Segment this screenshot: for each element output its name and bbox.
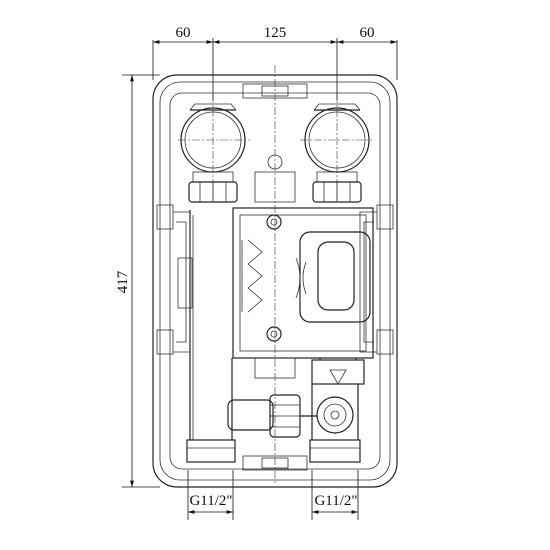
dim-height: 417 xyxy=(115,270,131,293)
left-thread-label: G11/2" xyxy=(189,493,232,509)
top-center-block xyxy=(254,171,296,203)
upper-bolt xyxy=(266,214,282,230)
left-outlet-connector xyxy=(186,439,236,463)
right-thread-label: G11/2" xyxy=(314,493,357,509)
centerlines xyxy=(178,65,372,485)
valve-body-top xyxy=(311,359,365,385)
top-center-fitting xyxy=(267,154,283,170)
pump-frame xyxy=(232,207,374,359)
bottom-center-block xyxy=(254,357,296,379)
top-dimension-group: 60 125 60 xyxy=(152,25,398,100)
dim-left-width: 60 xyxy=(176,25,191,41)
right-outlet-connector xyxy=(309,439,361,463)
dim-center-width: 125 xyxy=(264,25,287,41)
dim-right-width: 60 xyxy=(360,25,375,41)
right-lower-valve xyxy=(269,359,365,463)
valve-handle xyxy=(316,396,354,434)
left-elbow xyxy=(227,399,274,431)
bottom-dimension-group: G11/2" G11/2" xyxy=(187,470,359,520)
pump-block xyxy=(232,207,374,359)
height-dimension-group: 417 xyxy=(115,74,160,488)
right-thermometer xyxy=(304,103,370,203)
pump-panel xyxy=(299,231,371,323)
left-brackets xyxy=(156,204,193,355)
left-thermometer xyxy=(180,103,246,203)
bottom-tab xyxy=(242,455,308,471)
pump-window xyxy=(317,241,355,311)
lower-bolt xyxy=(266,326,282,342)
left-lower-pipe xyxy=(186,210,274,463)
right-brackets xyxy=(359,204,394,355)
